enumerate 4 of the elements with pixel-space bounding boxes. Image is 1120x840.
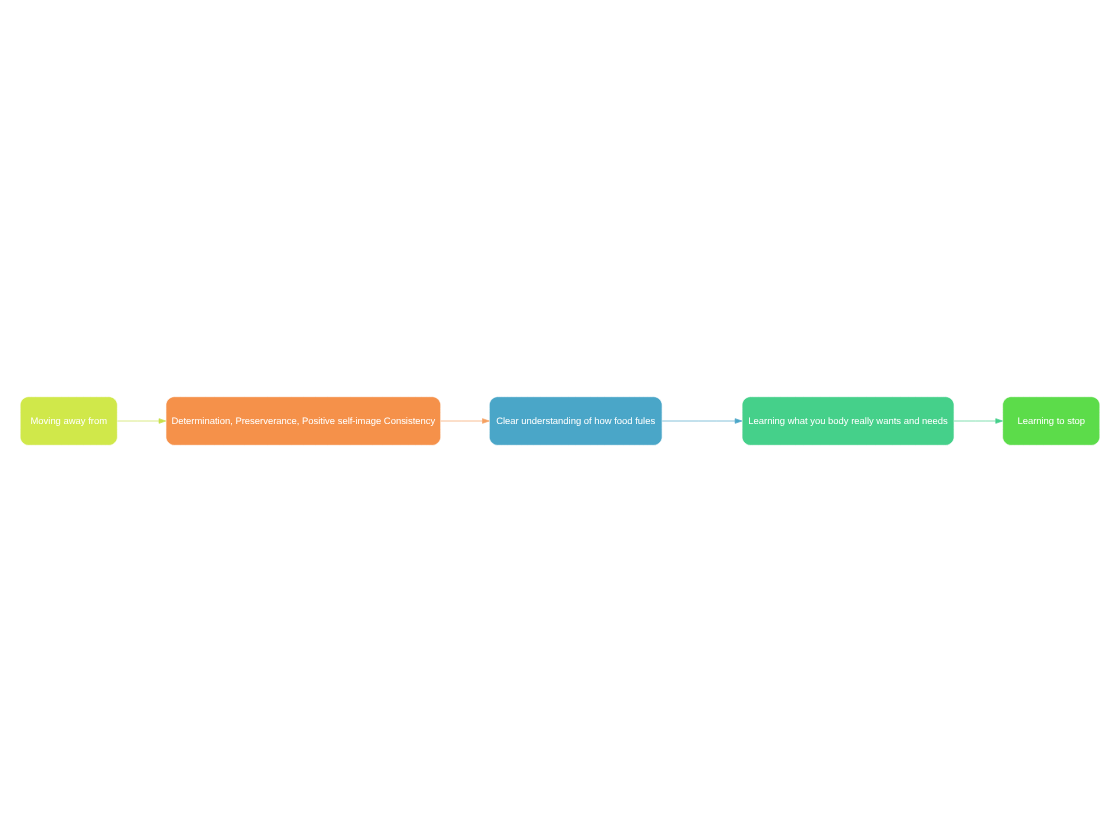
arrow [661, 417, 743, 423]
arrow [953, 417, 1003, 423]
arrow [117, 417, 167, 423]
arrow [440, 417, 490, 423]
